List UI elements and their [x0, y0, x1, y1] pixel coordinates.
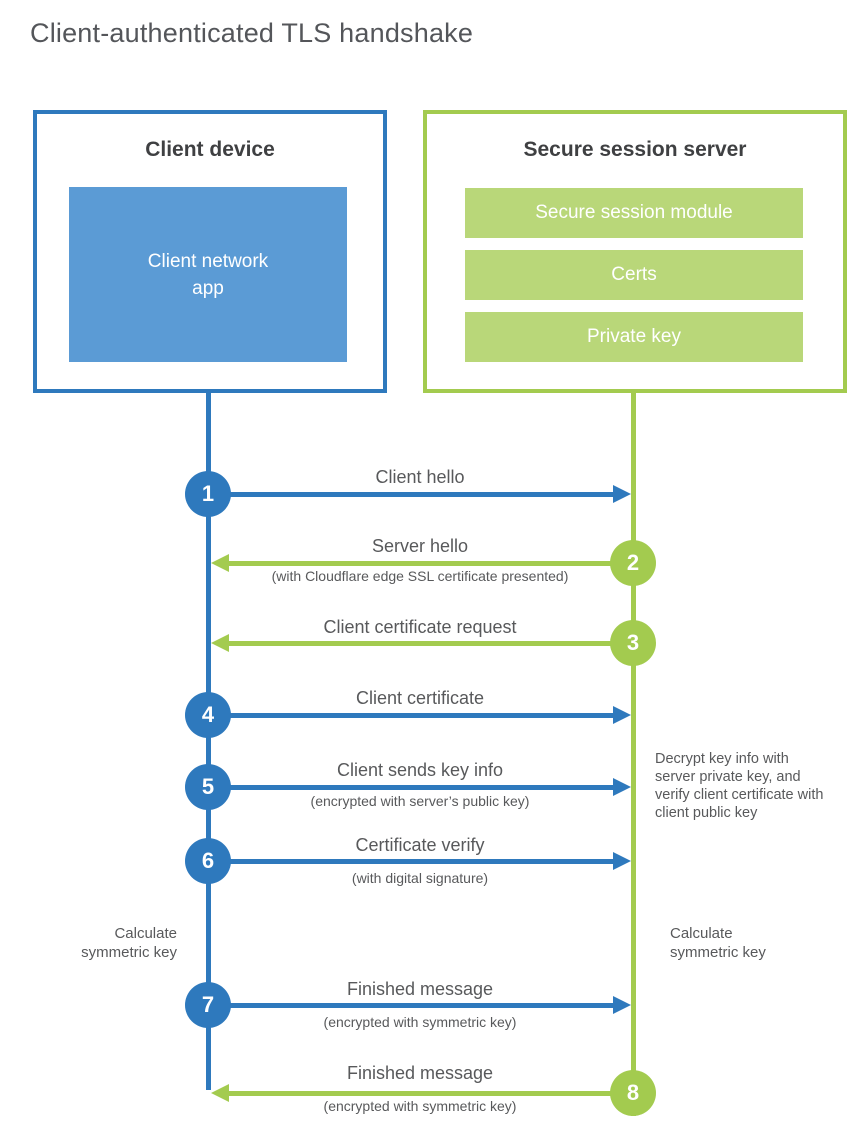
step-7-sublabel: (encrypted with symmetric key)	[323, 1014, 517, 1030]
step-6-arrowhead-right-icon	[613, 852, 631, 870]
step-6-number-badge: 6	[185, 838, 231, 884]
step-2-arrowhead-left-icon	[211, 554, 229, 572]
step-2-label: Server hello	[371, 536, 469, 556]
step-3-label: Client certificate request	[323, 617, 517, 637]
step-4-label: Client certificate	[355, 688, 485, 708]
step-8-sublabel: (encrypted with symmetric key)	[323, 1098, 517, 1114]
secure-session-server-title: Secure session server	[523, 138, 747, 161]
step-2-arrow-line	[229, 561, 612, 566]
module-private-key: Private key	[465, 312, 803, 362]
step-1-label: Client hello	[375, 467, 465, 487]
step-4-arrowhead-right-icon	[613, 706, 631, 724]
step-5-sublabel: (encrypted with server’s public key)	[310, 793, 530, 809]
step-5-label: Client sends key info	[336, 760, 504, 780]
step-3-arrowhead-left-icon	[211, 634, 229, 652]
step-6-arrow-line	[228, 859, 613, 864]
step-2-sublabel: (with Cloudflare edge SSL certificate pr…	[271, 568, 569, 584]
step-8-arrow-line	[229, 1091, 612, 1096]
step-6-sublabel: (with digital signature)	[351, 870, 489, 886]
step-8-label: Finished message	[346, 1063, 494, 1083]
step-1-arrow-line	[228, 492, 613, 497]
secure-session-server-box: Secure session server Secure session mod…	[423, 110, 847, 393]
client-device-title: Client device	[145, 138, 275, 161]
step-4-number-badge: 4	[185, 692, 231, 738]
client-device-box: Client device Client network app	[33, 110, 387, 393]
step-7-label: Finished message	[346, 979, 494, 999]
calculate-symmetric-key-note-client: Calculate symmetric key	[81, 925, 177, 961]
server-lifeline	[631, 393, 636, 1116]
calculate-symmetric-key-note-server: Calculate symmetric key	[670, 925, 766, 961]
step-5-number-badge: 5	[185, 764, 231, 810]
client-network-app-label: Client network app	[147, 250, 269, 299]
step-1-arrowhead-right-icon	[613, 485, 631, 503]
step-1-number-badge: 1	[185, 471, 231, 517]
page-title: Client-authenticated TLS handshake	[30, 18, 474, 48]
step-2-number-badge: 2	[610, 540, 656, 586]
decrypt-key-info-note: Decrypt key info with server private key…	[655, 751, 824, 821]
step-3-number-badge: 3	[610, 620, 656, 666]
step-3-arrow-line	[229, 641, 612, 646]
module-secure-session: Secure session module	[465, 188, 803, 238]
step-7-arrowhead-right-icon	[613, 996, 631, 1014]
step-5-arrowhead-right-icon	[613, 778, 631, 796]
module-certs: Certs	[465, 250, 803, 300]
step-4-arrow-line	[228, 713, 613, 718]
client-lifeline	[206, 393, 211, 1090]
step-8-arrowhead-left-icon	[211, 1084, 229, 1102]
step-6-label: Certificate verify	[355, 835, 485, 855]
step-7-number-badge: 7	[185, 982, 231, 1028]
step-8-number-badge: 8	[610, 1070, 656, 1116]
step-7-arrow-line	[228, 1003, 613, 1008]
client-network-app-box: Client network app	[69, 187, 347, 362]
step-5-arrow-line	[228, 785, 613, 790]
